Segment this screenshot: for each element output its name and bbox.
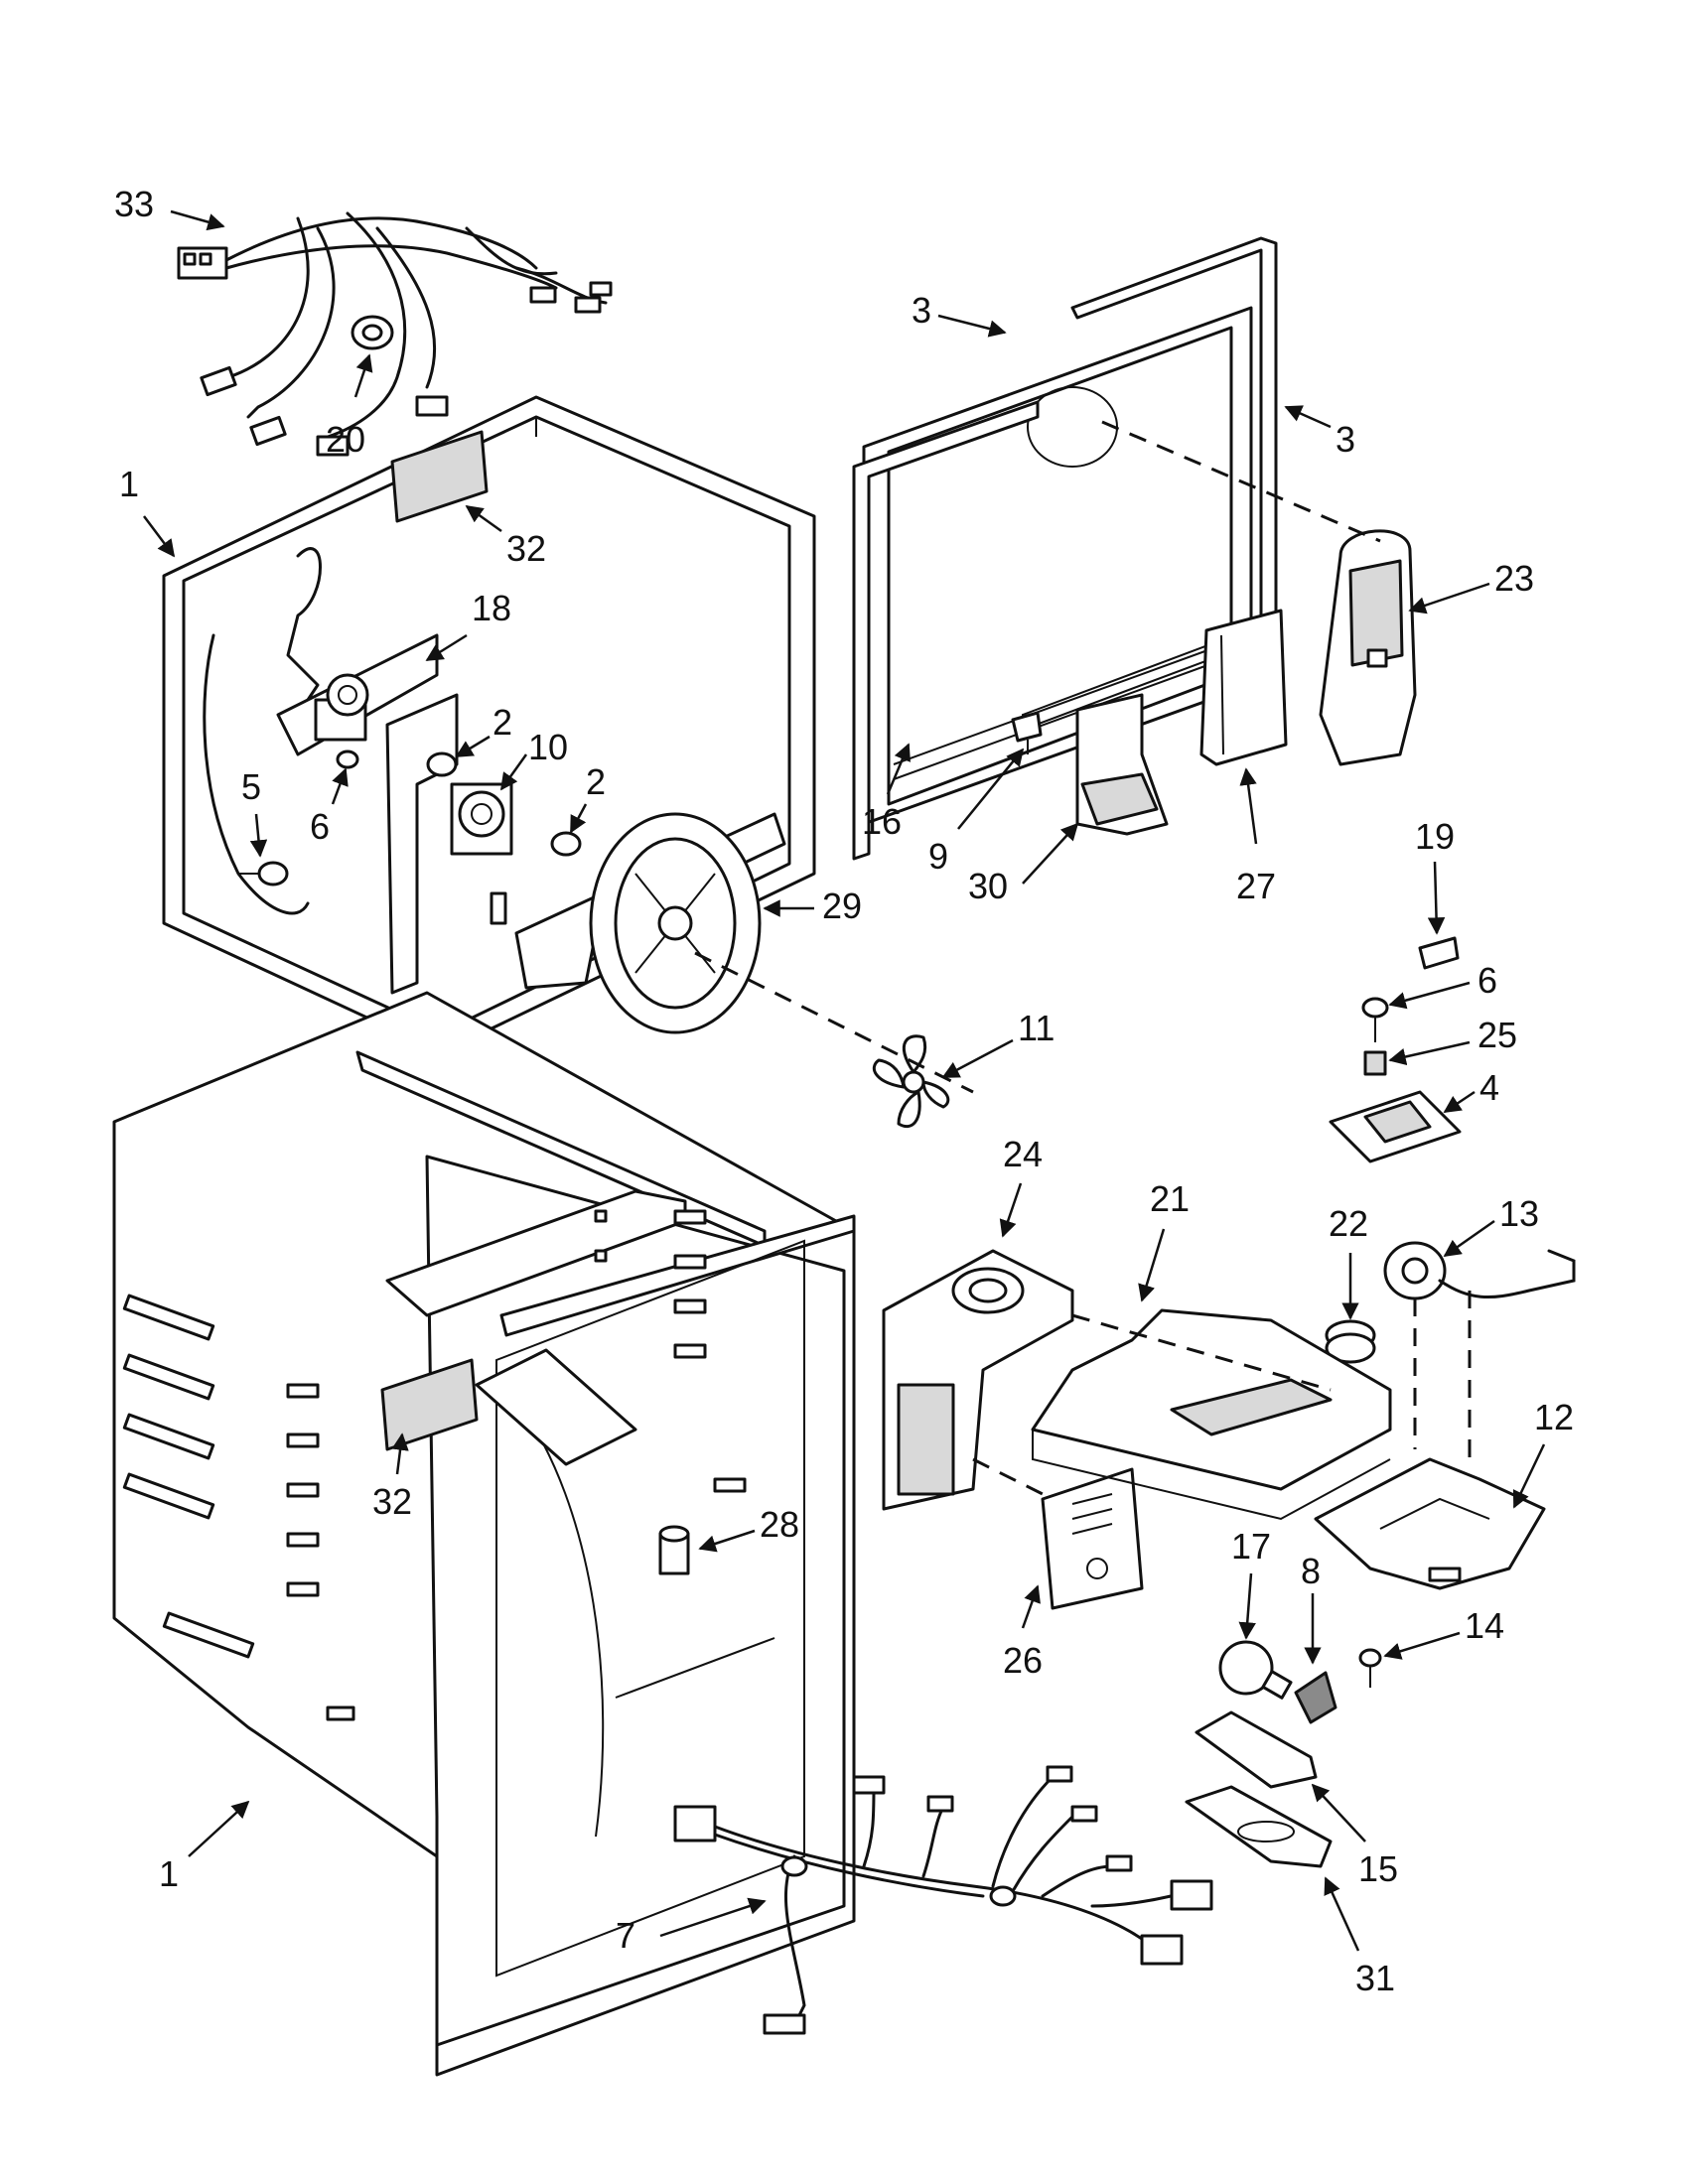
- callout-32-top: 32: [506, 528, 546, 569]
- callout-5: 5: [241, 766, 261, 807]
- cover-23: [1319, 529, 1417, 766]
- callout-23: 23: [1494, 558, 1534, 599]
- callout-29: 29: [822, 886, 862, 926]
- callout-1-bottom: 1: [159, 1853, 179, 1894]
- callout-27: 27: [1236, 866, 1276, 906]
- callout-18: 18: [472, 588, 511, 628]
- spacer-25: [1363, 1050, 1387, 1076]
- fan-shroud-29: [589, 812, 762, 1034]
- callout-22: 22: [1329, 1203, 1368, 1244]
- screw-9: [1011, 711, 1043, 754]
- callout-7: 7: [616, 1915, 635, 1956]
- callout-6-left: 6: [310, 806, 330, 847]
- wire-harness-33: [177, 211, 613, 457]
- callout-30: 30: [968, 866, 1008, 906]
- callout-14: 14: [1465, 1605, 1504, 1646]
- light-housing-12: [1314, 1457, 1546, 1590]
- lens-15: [1195, 1710, 1318, 1789]
- callout-2-b: 2: [586, 761, 606, 802]
- shelf-rails: [286, 1209, 747, 1721]
- callout-16: 16: [862, 801, 902, 842]
- rear-panel-16: [862, 306, 1253, 826]
- callout-33: 33: [114, 184, 154, 224]
- callout-17: 17: [1231, 1526, 1271, 1567]
- callout-6-right: 6: [1477, 960, 1497, 1001]
- callout-25: 25: [1477, 1015, 1517, 1055]
- assembly-lines: [694, 420, 1472, 1501]
- leader-lines: [143, 209, 1546, 1952]
- knob-22: [1325, 1319, 1376, 1364]
- callout-11: 11: [1018, 1008, 1055, 1048]
- screw-14: [1358, 1648, 1382, 1688]
- callout-28: 28: [760, 1504, 799, 1545]
- callout-13: 13: [1499, 1193, 1539, 1234]
- callout-8: 8: [1301, 1551, 1321, 1591]
- side-vents: [122, 1294, 255, 1659]
- callout-21: 21: [1150, 1178, 1190, 1219]
- cover-26: [1041, 1467, 1144, 1610]
- callout-15: 15: [1358, 1848, 1398, 1889]
- callout-2-a: 2: [492, 702, 512, 743]
- callout-31: 31: [1355, 1958, 1395, 1998]
- thermostat-13: [1383, 1241, 1576, 1300]
- cover-27: [1199, 609, 1288, 766]
- callout-1-top: 1: [119, 464, 139, 504]
- callout-32-bottom: 32: [372, 1481, 412, 1522]
- callout-3-left: 3: [912, 290, 931, 331]
- tray-21: [1031, 1308, 1392, 1521]
- wire-harness-7: [673, 1765, 1213, 2035]
- fan-blade-11: [872, 1034, 950, 1129]
- switch-19: [1418, 936, 1460, 970]
- callout-10: 10: [528, 727, 568, 767]
- callout-3-right: 3: [1336, 419, 1355, 460]
- callout-4: 4: [1479, 1067, 1499, 1108]
- screw-6-right: [1361, 997, 1389, 1042]
- gasket-3-left: [852, 400, 1040, 861]
- callout-26: 26: [1003, 1640, 1043, 1681]
- callout-20: 20: [326, 419, 365, 460]
- bulb-17: [1218, 1640, 1293, 1700]
- lower-liner-1: [112, 991, 856, 2077]
- housing-24: [882, 1249, 1074, 1511]
- callout-19: 19: [1415, 816, 1455, 857]
- socket-8: [1294, 1671, 1337, 1724]
- control-board-4: [1329, 1090, 1462, 1163]
- callout-labels: 33 20 1 32 18 2 10 2 5 6 29 11 3 3 23 16…: [114, 184, 1574, 1998]
- callout-12: 12: [1534, 1397, 1574, 1437]
- callout-9: 9: [928, 836, 948, 877]
- callout-24: 24: [1003, 1134, 1043, 1174]
- bracket-31: [1185, 1785, 1333, 1868]
